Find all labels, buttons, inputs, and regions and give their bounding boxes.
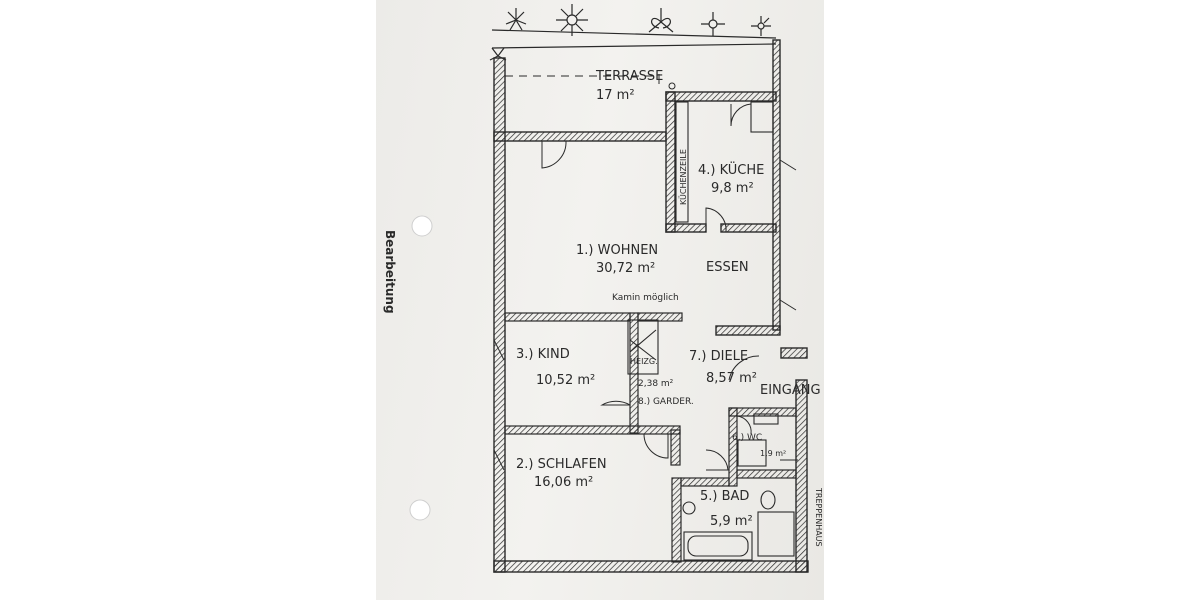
diele-label: 7.) DIELE bbox=[689, 349, 748, 364]
kind-label: 3.) KIND bbox=[516, 347, 570, 362]
garderobe-label: 8.) GARDER. bbox=[638, 397, 694, 407]
outer-walls bbox=[493, 39, 809, 573]
wohnen-label: 1.) WOHNEN bbox=[576, 243, 658, 258]
wc-label: 6.) WC bbox=[732, 433, 762, 443]
kueche-label: 4.) KÜCHE bbox=[698, 161, 764, 178]
heizung-label: HEIZG. bbox=[630, 357, 658, 366]
interior-walls bbox=[504, 312, 797, 563]
garderobe-area: 2,38 m² bbox=[638, 379, 674, 389]
schlafen-label: 2.) SCHLAFEN bbox=[516, 457, 607, 472]
kuechenzeile-label: KÜCHENZEILE bbox=[678, 149, 688, 205]
wohnen-area: 30,72 m² bbox=[596, 261, 655, 276]
paper-sheet: Bearbeitung bbox=[376, 0, 824, 600]
terrasse-area: 17 m² bbox=[596, 88, 635, 103]
essen-label: ESSEN bbox=[706, 260, 749, 275]
floor-plan-sketch: Bearbeitung bbox=[383, 4, 823, 573]
bad-label: 5.) BAD bbox=[700, 489, 749, 504]
window-left bbox=[493, 339, 505, 361]
wc-area: 1,9 m² bbox=[760, 449, 786, 458]
margin-text: Bearbeitung bbox=[383, 230, 397, 314]
kueche-area: 9,8 m² bbox=[711, 181, 754, 196]
punch-hole-top bbox=[411, 215, 433, 237]
essen-wall-right bbox=[779, 159, 797, 311]
eingang-label: EINGANG bbox=[760, 383, 821, 398]
plant-row bbox=[489, 4, 777, 61]
treppenhaus-label: TREPPENHAUS bbox=[814, 487, 823, 547]
schlafen-area: 16,06 m² bbox=[534, 475, 593, 490]
diele-area: 8,57 m² bbox=[706, 371, 757, 386]
punch-hole-bottom bbox=[409, 499, 431, 521]
window-left-2 bbox=[493, 449, 505, 471]
terrace-post bbox=[668, 82, 676, 90]
terrasse-label: TERRASSE bbox=[595, 69, 663, 84]
bad-area: 5,9 m² bbox=[710, 514, 753, 529]
kamin-note: Kamin möglich bbox=[612, 293, 679, 303]
fixtures bbox=[627, 101, 795, 561]
kind-area: 10,52 m² bbox=[536, 373, 595, 388]
doors bbox=[541, 103, 798, 471]
